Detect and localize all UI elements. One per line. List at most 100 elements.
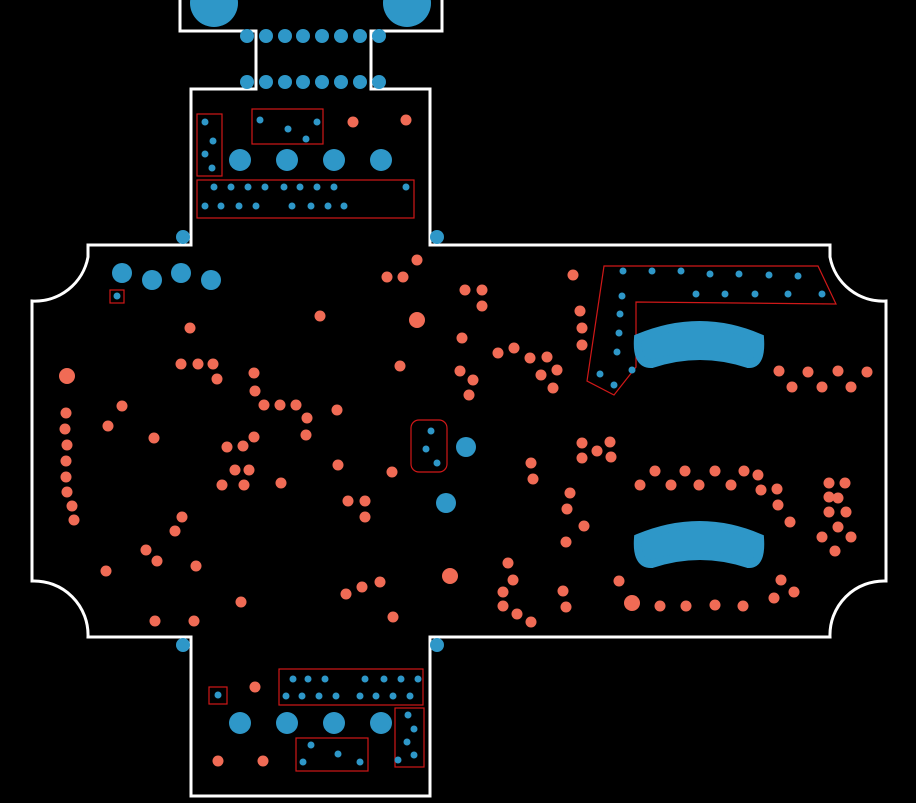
smd-pad (547, 382, 559, 394)
smd-pad (816, 381, 828, 393)
via-pad (276, 712, 298, 734)
small-via (402, 183, 410, 191)
smd-pad (400, 114, 412, 126)
smd-pad (275, 477, 287, 489)
keepout-zone (586, 265, 837, 396)
smd-pad (535, 369, 547, 381)
smd-pad (229, 464, 241, 476)
smd-pad (839, 477, 851, 489)
keepout-zone (196, 179, 415, 219)
smd-pad (524, 352, 536, 364)
small-via (784, 290, 792, 298)
smd-pad (492, 347, 504, 359)
smd-pad (258, 399, 270, 411)
small-via (261, 183, 269, 191)
via-pad (323, 149, 345, 171)
small-via (280, 183, 288, 191)
smd-pad (823, 506, 835, 518)
connector-pad (315, 29, 329, 43)
smd-pad (738, 465, 750, 477)
small-via (209, 137, 217, 145)
smd-pad (235, 596, 247, 608)
via-pad (229, 149, 251, 171)
keepout-zone (295, 737, 369, 772)
connector-pad (372, 75, 386, 89)
small-via (315, 692, 323, 700)
via-pad (430, 638, 444, 652)
connector-pad (278, 75, 292, 89)
connector-pad (240, 29, 254, 43)
small-via (706, 270, 714, 278)
smd-pad (192, 358, 204, 370)
smd-pad (557, 585, 569, 597)
small-via (332, 692, 340, 700)
connector-pad (278, 29, 292, 43)
small-via (214, 691, 222, 699)
mounting-pad (190, 0, 238, 27)
board-outline (30, 0, 888, 798)
smd-pad (525, 616, 537, 628)
small-via (201, 118, 209, 126)
small-via (410, 751, 418, 759)
connector-pad (353, 29, 367, 43)
connector-pad (315, 75, 329, 89)
smd-pad (60, 455, 72, 467)
smd-pad (116, 400, 128, 412)
smd-pad (243, 464, 255, 476)
small-via (324, 202, 332, 210)
smd-pad (772, 499, 784, 511)
smd-pad (207, 358, 219, 370)
smd-pad (61, 439, 73, 451)
small-via (210, 183, 218, 191)
via-pad (456, 437, 476, 457)
smd-pad (454, 365, 466, 377)
small-via (235, 202, 243, 210)
smd-pad (238, 479, 250, 491)
smd-pad (832, 492, 844, 504)
small-via (334, 750, 342, 758)
smd-pad (511, 608, 523, 620)
smd-pad (342, 495, 354, 507)
smd-pad (249, 385, 261, 397)
smd-pad (861, 366, 873, 378)
small-via (298, 692, 306, 700)
small-via (422, 445, 430, 453)
smd-pad (212, 755, 224, 767)
via-pad (142, 270, 162, 290)
smd-pad (576, 437, 588, 449)
small-via (389, 692, 397, 700)
connector-pad (296, 29, 310, 43)
smd-pad (560, 601, 572, 613)
smd-pad (613, 575, 625, 587)
via-pad (201, 270, 221, 290)
via-pad (176, 230, 190, 244)
test-pad (442, 568, 458, 584)
smd-pad (564, 487, 576, 499)
keepout-zone (278, 668, 424, 706)
small-via (692, 290, 700, 298)
smd-pad (845, 531, 857, 543)
small-via (227, 183, 235, 191)
smd-pad (578, 520, 590, 532)
smd-pad (216, 479, 228, 491)
small-via (313, 118, 321, 126)
small-via (201, 202, 209, 210)
smd-pad (525, 457, 537, 469)
smd-pad (823, 477, 835, 489)
smd-pad (386, 466, 398, 478)
small-via (410, 725, 418, 733)
smd-pad (184, 322, 196, 334)
connector-pad (334, 29, 348, 43)
connector-pad (296, 75, 310, 89)
small-via (113, 292, 121, 300)
smd-pad (576, 339, 588, 351)
smd-pad (169, 525, 181, 537)
small-via (284, 125, 292, 133)
smd-pad (840, 506, 852, 518)
small-via (289, 675, 297, 683)
smd-pad (248, 431, 260, 443)
small-via (252, 202, 260, 210)
via-pad (370, 149, 392, 171)
smd-pad (567, 269, 579, 281)
